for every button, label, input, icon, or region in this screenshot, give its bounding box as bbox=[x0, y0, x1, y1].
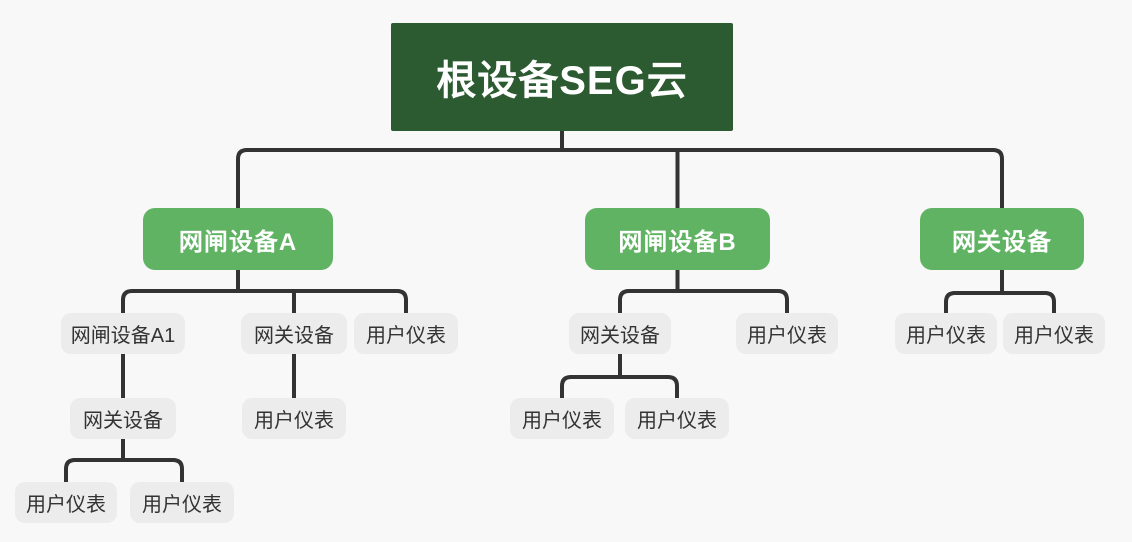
node-meter-gb-2: 用户仪表 bbox=[625, 398, 729, 439]
node-gate-a1: 网闸设备A1 bbox=[61, 313, 185, 354]
connector-path bbox=[618, 289, 789, 313]
connector-path bbox=[121, 289, 408, 313]
node-gate-b: 网闸设备B bbox=[585, 208, 770, 270]
node-root: 根设备SEG云 bbox=[391, 23, 733, 131]
connector-path bbox=[560, 375, 679, 398]
node-gateway-b: 网关设备 bbox=[569, 313, 671, 354]
node-meter-gb-1: 用户仪表 bbox=[510, 398, 614, 439]
connector-path bbox=[944, 291, 1056, 313]
node-meter-ga1-2: 用户仪表 bbox=[130, 482, 234, 523]
node-meter-ga1-1: 用户仪表 bbox=[15, 482, 117, 523]
node-gateway-a1: 网关设备 bbox=[70, 398, 176, 439]
node-gateway-top: 网关设备 bbox=[920, 208, 1084, 270]
node-meter-b: 用户仪表 bbox=[736, 313, 838, 354]
connector-path bbox=[236, 148, 1004, 208]
connector-path bbox=[64, 458, 184, 482]
node-gate-a: 网闸设备A bbox=[143, 208, 333, 270]
node-meter-ga: 用户仪表 bbox=[242, 398, 346, 439]
node-meter-top-1: 用户仪表 bbox=[895, 313, 997, 354]
node-meter-a: 用户仪表 bbox=[354, 313, 458, 354]
node-meter-top-2: 用户仪表 bbox=[1003, 313, 1105, 354]
node-gateway-a: 网关设备 bbox=[241, 313, 347, 354]
